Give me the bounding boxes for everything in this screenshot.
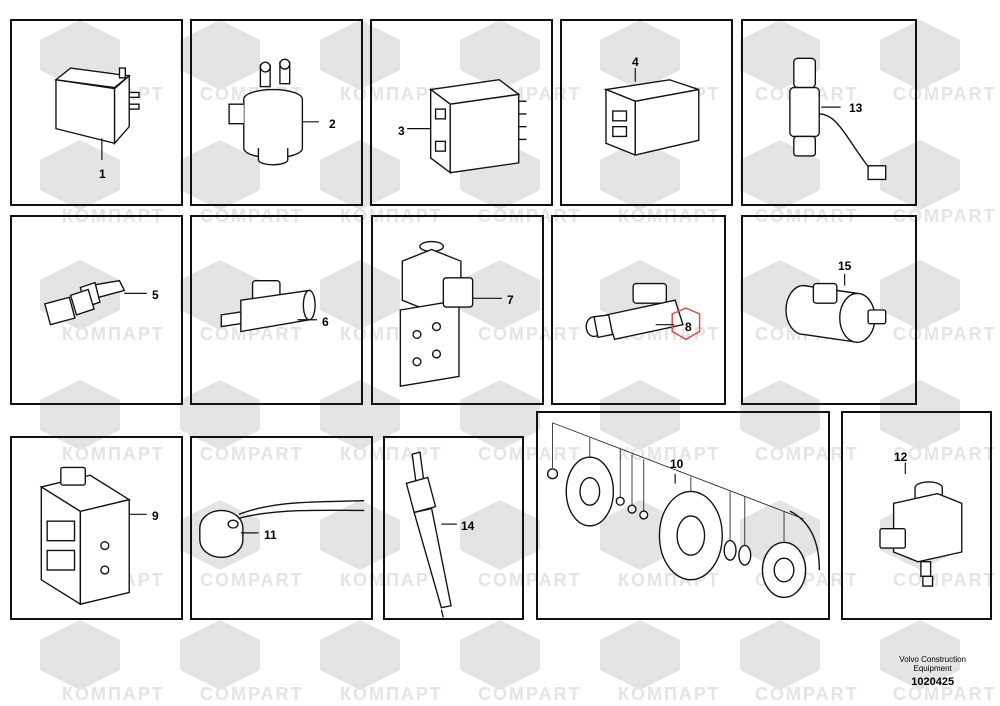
part-cell-12[interactable]: 12 [841, 411, 992, 620]
solenoid-valve-6-icon [220, 280, 318, 333]
temperature-sensor-icon [43, 279, 147, 326]
part-cell-6[interactable]: 6 [190, 215, 363, 405]
callout-13: 13 [849, 101, 863, 115]
svg-text:COMPART: COMPART [200, 684, 304, 704]
callout-9: 9 [152, 509, 159, 523]
solenoid-coil-15-icon [785, 273, 887, 344]
callout-12: 12 [894, 450, 908, 464]
valve-block-7-icon [399, 240, 502, 388]
footer-brand-line2: Equipment [913, 664, 952, 673]
callout-1: 1 [99, 167, 106, 181]
relay-4-icon [603, 68, 700, 157]
relay-icon [54, 67, 140, 160]
pressure-sensor-13-icon [789, 57, 887, 181]
callout-8: 8 [685, 320, 692, 334]
part-cell-13[interactable]: 13 [741, 19, 917, 206]
part-cell-5[interactable]: 5 [10, 215, 183, 405]
svg-text:КОМПАРТ: КОМПАРТ [62, 684, 165, 704]
footer-code: 1020425 [911, 676, 955, 688]
part-cell-4[interactable]: 4 [560, 19, 733, 206]
callout-6: 6 [322, 315, 329, 329]
callout-15: 15 [838, 259, 852, 273]
injector-14-icon [405, 451, 457, 618]
callout-14: 14 [461, 519, 475, 533]
solenoid-switch-icon [228, 58, 319, 166]
svg-text:COMPART: COMPART [755, 684, 859, 704]
callout-3: 3 [398, 124, 405, 138]
part-cell-9[interactable]: 9 [10, 436, 183, 620]
part-cell-11[interactable]: 11 [190, 436, 373, 620]
relay-block-icon [407, 79, 527, 175]
control-module-9-icon [39, 466, 147, 606]
callout-4: 4 [632, 55, 639, 69]
part-cell-1[interactable]: 1 [10, 19, 183, 206]
svg-text:COMPART: COMPART [478, 684, 582, 704]
part-cell-10[interactable]: 10 [536, 411, 830, 620]
callout-2: 2 [329, 117, 336, 131]
part-cell-7[interactable]: 7 [371, 215, 544, 405]
solenoid-12-icon [879, 462, 963, 587]
callout-5: 5 [152, 288, 159, 302]
sensor-disc-11-icon [199, 499, 365, 559]
footer-block: Volvo Construction Equipment 1020425 [899, 655, 966, 688]
callout-11: 11 [264, 528, 277, 542]
svg-text:КОМПАРТ: КОМПАРТ [340, 684, 443, 704]
part-cell-14[interactable]: 14 [383, 436, 524, 620]
part-cell-8[interactable]: 8 [551, 215, 726, 405]
part-cell-15[interactable]: 15 [741, 215, 917, 405]
svg-text:КОМПАРТ: КОМПАРТ [618, 684, 721, 704]
ac-clutch-10-icon [546, 422, 821, 599]
footer-brand-line1: Volvo Construction [899, 655, 966, 664]
callout-10: 10 [670, 457, 684, 471]
callout-7: 7 [507, 293, 514, 307]
solenoid-cartridge-8-icon [585, 282, 701, 341]
part-cell-3[interactable]: 3 [370, 19, 553, 206]
part-cell-2[interactable]: 2 [190, 19, 363, 206]
